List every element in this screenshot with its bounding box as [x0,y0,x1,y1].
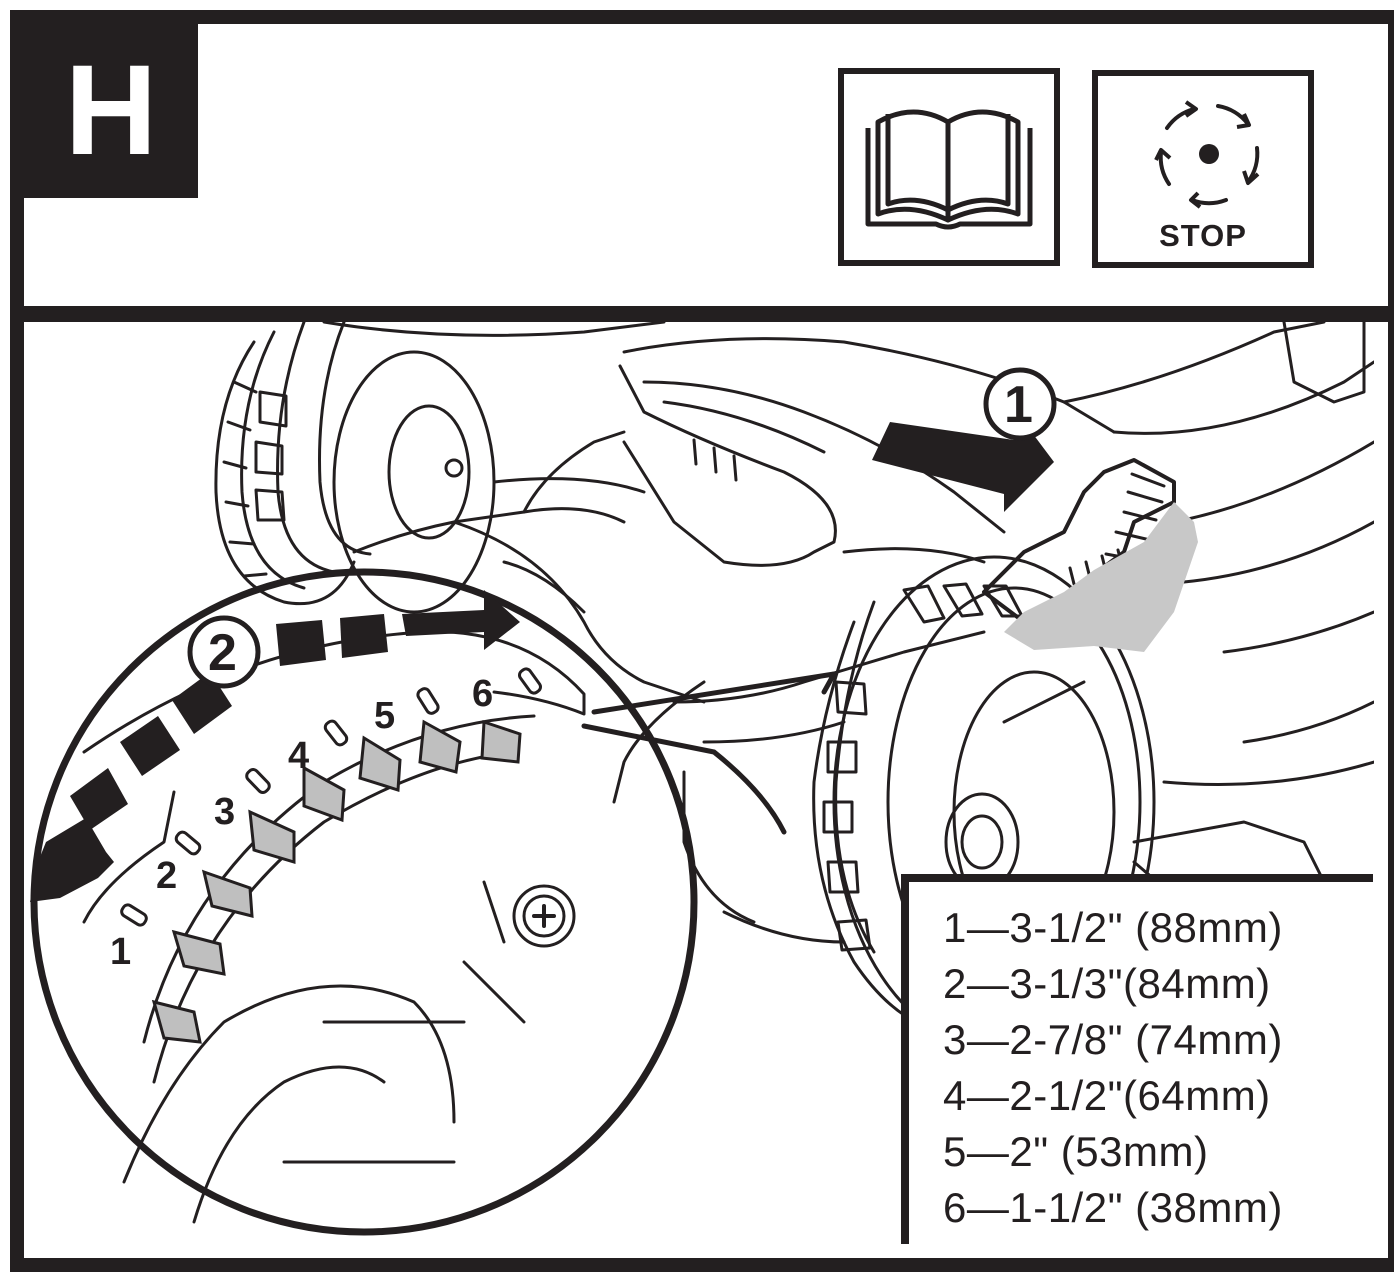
dial-position-5: 5 [374,695,395,737]
stop-label: STOP [1159,218,1247,253]
stop-blade-icon-box: STOP [1092,70,1314,268]
header-divider [10,306,1388,322]
read-manual-icon-box [838,68,1060,266]
callout-2: 2 [208,624,237,682]
legend-item-5: 5—2" (53mm) [943,1128,1209,1175]
dial-position-6: 6 [472,673,493,715]
dial-position-1: 1 [110,931,131,973]
pull-lever-arrow [872,422,1054,512]
legend-item-4: 4—2-1/2"(64mm) [943,1072,1271,1119]
legend-item-6: 6—1-1/2" (38mm) [943,1184,1283,1231]
legend-item-3: 3—2-7/8" (74mm) [943,1016,1283,1063]
read-manual-icon [865,109,1033,230]
legend-item-1: 1—3-1/2" (88mm) [943,904,1283,951]
step-badge: H [24,24,198,198]
legend-item-2: 2—3-1/3"(84mm) [943,960,1271,1007]
dial-position-4: 4 [288,735,309,777]
magnified-dial [30,568,698,1236]
dial-position-2: 2 [156,855,177,897]
rear-wheel [214,322,496,614]
stop-blade-icon [1154,100,1260,209]
adjust-direction-arrow [30,590,520,902]
cutting-height-legend: 1—3-1/2" (88mm) 2—3-1/3"(84mm) 3—2-7/8" … [901,874,1373,1244]
callout-1: 1 [1004,376,1033,434]
mower-illustration: 1 2 3 4 5 6 1 2 [24,322,1374,1244]
mower-drawing: 1 2 3 4 5 6 1 2 [30,322,1374,1236]
dial-position-3: 3 [214,791,235,833]
dial-teeth [151,719,522,1044]
dial-notches [120,667,543,927]
lever-highlight [1004,502,1198,652]
